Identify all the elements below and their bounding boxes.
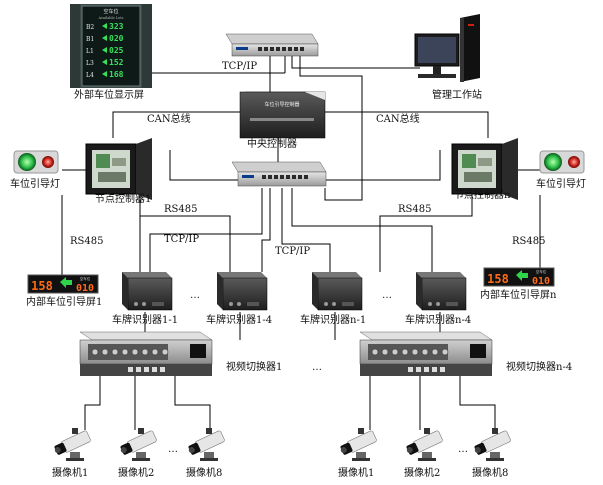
- external-display-count: 152: [109, 58, 124, 67]
- ellipsis-cameras-left: …: [168, 444, 178, 455]
- ellipsis-switchers: …: [312, 362, 322, 373]
- camera-icon: [188, 428, 225, 461]
- external-display-header: 空车位: [103, 8, 118, 15]
- camera-label-4: 摄像机1: [338, 468, 375, 479]
- camera-label-3: 摄像机8: [186, 468, 223, 479]
- guide-screen-right-label: 内部车位引导屏n: [480, 290, 557, 301]
- external-display-subheader: Available Lots: [98, 16, 124, 20]
- external-display-count: 020: [109, 34, 124, 43]
- external-display-count: 323: [109, 22, 124, 31]
- camera-label-6: 摄像机8: [472, 468, 509, 479]
- recognizer-label-2: 车牌识别器1-4: [206, 315, 273, 326]
- guide-screen-left-digits: 158: [31, 279, 53, 293]
- camera-icon: [120, 428, 157, 461]
- tcpip-mid-left-label: TCP/IP: [164, 234, 200, 245]
- middle-network-switch: [231, 161, 327, 187]
- guide-light-left: [13, 150, 59, 174]
- guide-screen-left-right-digits: 010: [76, 283, 94, 294]
- external-display-floor: B1: [86, 36, 94, 43]
- central-controller-device: 车位引导控制器: [239, 91, 326, 139]
- tcpip-top-label: TCP/IP: [222, 61, 258, 72]
- central-controller-label: 中央控制器: [247, 139, 297, 150]
- connection-lines: [61, 56, 541, 430]
- rs485-left-top-label: RS485: [164, 204, 198, 215]
- recognizer-label-1: 车牌识别器1-1: [112, 315, 179, 326]
- guide-screen-right-digits: 158: [487, 272, 509, 286]
- central-controller-device-text: 车位引导控制器: [264, 101, 299, 108]
- guide-screen-right: 158 空车位 010: [483, 267, 555, 287]
- guide-screen-right-right-digits: 010: [532, 276, 550, 287]
- guide-light-right-label: 车位引导灯: [536, 179, 586, 190]
- recognizer-label-4: 车牌识别器n-4: [405, 315, 472, 326]
- video-switcher-right: [359, 331, 493, 376]
- external-display-floor: L3: [86, 60, 94, 67]
- ellipsis-recognizers-right: …: [382, 290, 392, 301]
- ellipsis-recognizers-left: …: [190, 290, 200, 301]
- external-display-count: 168: [109, 70, 124, 79]
- top-network-switch: [225, 33, 319, 57]
- external-display-arrow-icon: [102, 71, 107, 77]
- guide-light-right: [539, 150, 585, 174]
- node-controller-left: [85, 138, 152, 200]
- external-display-arrow-icon: [102, 59, 107, 65]
- rs485-right-label: RS485: [512, 236, 546, 247]
- license-plate-recognizer: [217, 272, 268, 311]
- external-display-floor: L1: [86, 48, 94, 55]
- switcher-label-1: 视频切换器1: [226, 362, 283, 373]
- ellipsis-cameras-right: …: [458, 444, 468, 455]
- can-right-label: CAN总线: [376, 114, 420, 125]
- external-display-arrow-icon: [102, 35, 107, 41]
- management-workstation: [414, 14, 480, 82]
- guide-light-left-label: 车位引导灯: [10, 179, 60, 190]
- video-switcher-left: [79, 331, 213, 376]
- external-display-floor: L4: [86, 72, 94, 79]
- camera-label-1: 摄像机1: [52, 468, 89, 479]
- guide-screen-left-small: 空车位: [80, 276, 91, 281]
- recognizer-label-3: 车牌识别器n-1: [300, 315, 367, 326]
- tcpip-mid-right-label: TCP/IP: [275, 246, 311, 257]
- guide-screen-left: 158 空车位 010: [27, 274, 99, 294]
- external-display-floor: B2: [86, 24, 94, 31]
- external-display-label: 外部车位显示屏: [74, 90, 144, 101]
- external-display-arrow-icon: [102, 23, 107, 29]
- can-left-label: CAN总线: [147, 114, 191, 125]
- node-left-label: 节点控制器1: [95, 194, 152, 205]
- node-controller-right: [451, 138, 518, 200]
- external-display-count: 025: [109, 46, 124, 55]
- external-display-arrow-icon: [102, 47, 107, 53]
- camera-icon: [474, 428, 511, 461]
- camera-icon: [54, 428, 91, 461]
- camera-label-2: 摄像机2: [118, 468, 155, 479]
- camera-label-5: 摄像机2: [404, 468, 441, 479]
- guide-screen-left-label: 内部车位引导屏1: [26, 297, 103, 308]
- workstation-label: 管理工作站: [432, 90, 482, 101]
- rs485-right-top-label: RS485: [398, 204, 432, 215]
- node-right-label: 节点控制器n: [454, 190, 511, 201]
- switcher-label-2: 视频切换器n-4: [506, 362, 573, 373]
- license-plate-recognizer: [416, 272, 467, 311]
- license-plate-recognizer: [312, 272, 363, 311]
- guide-screen-right-small: 空车位: [536, 269, 547, 274]
- rs485-left-label: RS485: [70, 236, 104, 247]
- camera-icon: [340, 428, 377, 461]
- camera-icon: [406, 428, 443, 461]
- license-plate-recognizer: [122, 272, 173, 311]
- recognizers: [122, 272, 467, 311]
- cameras: [54, 428, 511, 461]
